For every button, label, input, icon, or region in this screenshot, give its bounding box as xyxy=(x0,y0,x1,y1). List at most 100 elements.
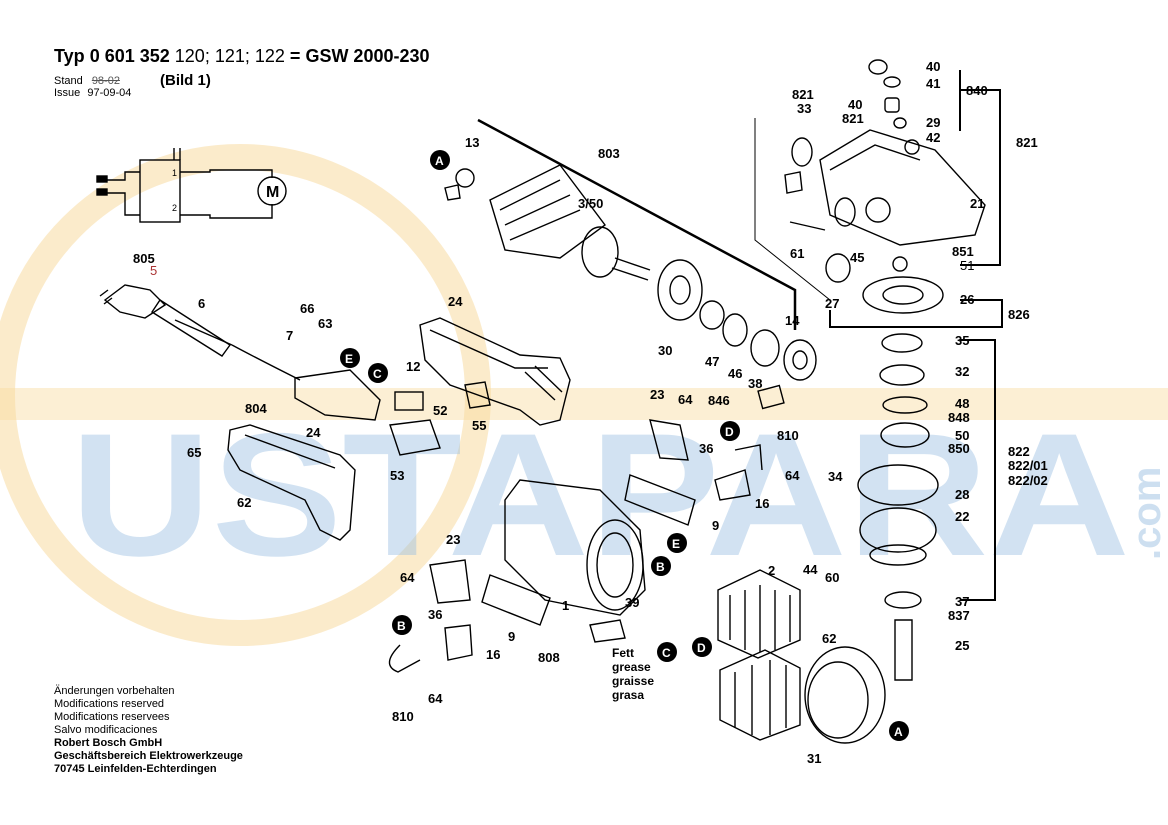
svg-text:C: C xyxy=(662,646,671,660)
label-42: 42 xyxy=(926,130,940,145)
label-60: 60 xyxy=(825,570,839,585)
field-coil-lower xyxy=(719,649,801,741)
label-65: 65 xyxy=(187,445,201,460)
variants: 120; 121; 122 xyxy=(174,46,285,66)
handle-housing-lower xyxy=(227,424,356,541)
label-39: 39 xyxy=(625,595,639,610)
label-24-lower: 24 xyxy=(306,425,321,440)
label-64-c: 64 xyxy=(400,570,415,585)
callout-c: C xyxy=(368,363,388,383)
label-35: 35 xyxy=(955,333,969,348)
callout-b-low: B xyxy=(392,615,412,635)
svg-text:graisse: graisse xyxy=(612,674,654,688)
issue-date: 97-09-04 xyxy=(87,87,132,99)
label-3-50: 3/50 xyxy=(578,196,603,211)
switch-assembly xyxy=(294,369,491,456)
issue-label: Issue xyxy=(54,87,81,99)
pin-2-label: 2 xyxy=(172,203,177,213)
label-31: 31 xyxy=(807,751,821,766)
spindle-stack xyxy=(825,59,944,681)
label-810-upper: 810 xyxy=(777,428,799,443)
label-808: 808 xyxy=(538,650,560,665)
label-66: 66 xyxy=(300,301,314,316)
label-27: 27 xyxy=(825,296,839,311)
part-number-prefix: 0 601 352 xyxy=(89,46,170,66)
label-9-upper: 9 xyxy=(712,518,719,533)
part-labels: 803 13 3/50 14 30 47 46 38 846 805 5 6 6… xyxy=(133,59,1048,766)
stand-issue: Stand 98-02 Issue 97-09-04 xyxy=(54,75,131,99)
label-851: 851 xyxy=(952,244,974,259)
stand-date: 98-02 xyxy=(91,75,120,87)
label-63: 63 xyxy=(318,316,332,331)
label-5: 5 xyxy=(150,263,157,278)
figure-label: (Bild 1) xyxy=(160,72,211,89)
wiring-schematic xyxy=(96,148,287,223)
label-40-top: 40 xyxy=(926,59,940,74)
label-53: 53 xyxy=(390,468,404,483)
label-13: 13 xyxy=(465,135,479,150)
svg-text:Fett: Fett xyxy=(612,646,634,660)
motor-label: M xyxy=(266,184,279,201)
label-821-right: 821 xyxy=(1016,135,1038,150)
company-division: Geschäftsbereich Elektrowerkzeuge xyxy=(54,750,243,762)
label-37: 37 xyxy=(955,594,969,609)
pin-1-label: 1 xyxy=(172,168,177,178)
armature xyxy=(444,164,817,410)
label-821-top: 821 xyxy=(792,87,814,102)
label-24-upper: 24 xyxy=(448,294,463,309)
label-25: 25 xyxy=(955,638,969,653)
label-822-02: 822/02 xyxy=(1008,473,1048,488)
label-41: 41 xyxy=(926,76,940,91)
model-name: GSW 2000-230 xyxy=(305,46,430,66)
label-29: 29 xyxy=(926,115,940,130)
label-16-upper: 16 xyxy=(755,496,769,511)
field-coil-upper xyxy=(717,569,801,659)
label-61: 61 xyxy=(790,246,804,261)
power-cord xyxy=(99,284,301,381)
svg-text:grease: grease xyxy=(612,660,651,674)
label-36-lower: 36 xyxy=(428,607,442,622)
label-810-lower: 810 xyxy=(392,709,414,724)
note-fr: Modifications reservees xyxy=(54,711,170,723)
footer: Änderungen vorbehalten Modifications res… xyxy=(54,685,243,776)
page-title: Typ 0 601 352 120; 121; 122 = GSW 2000-2… xyxy=(54,46,430,67)
gear-housing xyxy=(784,129,986,246)
company-name: Robert Bosch GmbH xyxy=(54,737,163,749)
svg-text:E: E xyxy=(345,352,353,366)
stator-ring xyxy=(804,646,886,744)
svg-text:D: D xyxy=(697,641,706,655)
label-26: 26 xyxy=(960,292,974,307)
label-34: 34 xyxy=(828,469,843,484)
stand-label: Stand xyxy=(54,75,83,87)
label-36-upper: 36 xyxy=(699,441,713,456)
callout-a-low: A xyxy=(889,721,909,741)
label-33: 33 xyxy=(797,101,811,116)
callout-e-top: E xyxy=(340,348,360,368)
label-16-lower: 16 xyxy=(486,647,500,662)
label-14: 14 xyxy=(785,313,800,328)
svg-text:D: D xyxy=(725,425,734,439)
label-804: 804 xyxy=(245,401,267,416)
label-846: 846 xyxy=(708,393,730,408)
handle-housing-upper xyxy=(419,317,571,426)
note-en: Modifications reserved xyxy=(54,698,165,710)
label-51: 51 xyxy=(960,258,974,273)
label-32: 32 xyxy=(955,364,969,379)
note-es: Salvo modificaciones xyxy=(54,724,158,736)
fan-disc xyxy=(657,259,703,321)
label-64-d: 64 xyxy=(428,691,443,706)
typ-label: Typ xyxy=(54,46,85,66)
label-62-right: 62 xyxy=(822,631,836,646)
watermark-dotcom: .com xyxy=(1125,467,1168,560)
watermark-band xyxy=(0,388,1168,420)
label-64-b: 64 xyxy=(785,468,800,483)
brush-holder-lower xyxy=(388,559,473,673)
watermark-text: USTAPARA xyxy=(70,398,1130,593)
callouts: A E C D E B B C D A xyxy=(340,150,909,741)
note-de: Änderungen vorbehalten xyxy=(54,685,175,697)
label-822-01: 822/01 xyxy=(1008,458,1048,473)
brush-holder-upper xyxy=(649,419,763,501)
motor-symbol xyxy=(257,176,287,206)
callout-e-mid: E xyxy=(667,533,687,553)
